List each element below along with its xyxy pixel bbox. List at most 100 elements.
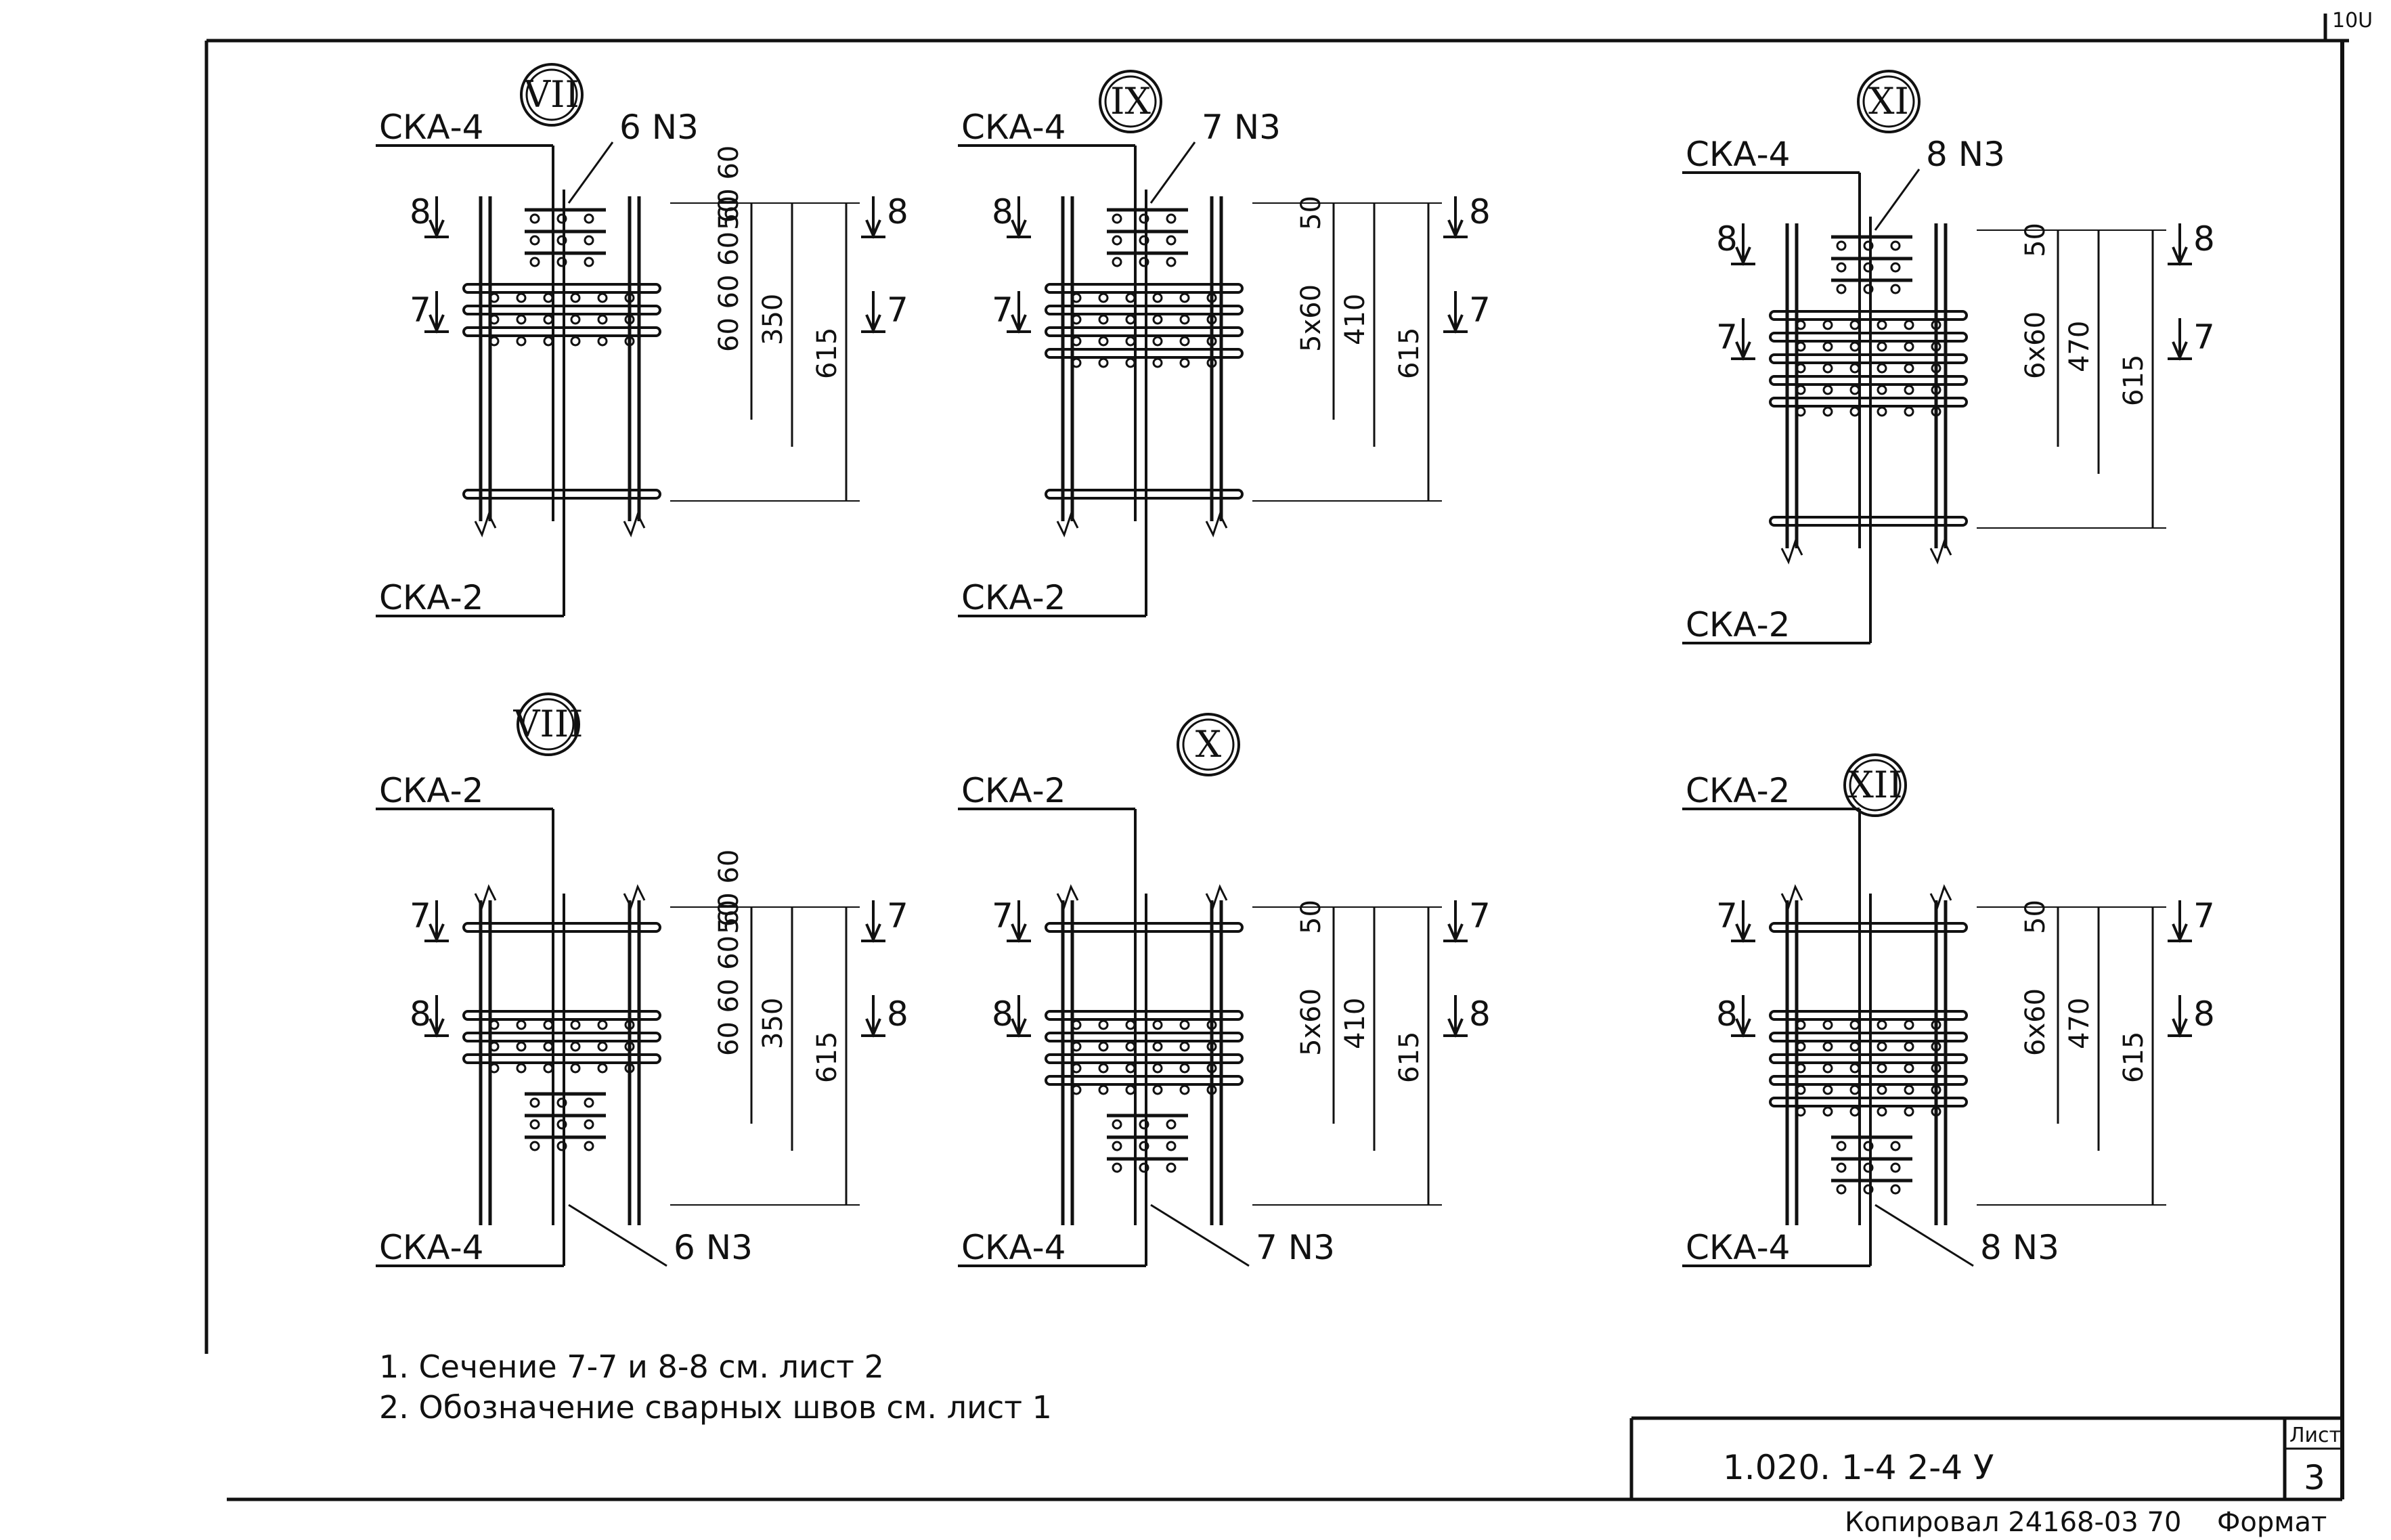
- section-arrow-b-right: [1443, 995, 1468, 1038]
- weld-dot: [1795, 1041, 1806, 1052]
- weld-dot: [1139, 257, 1149, 267]
- weld-dot: [570, 336, 581, 347]
- weld-dot: [556, 1097, 567, 1108]
- weld-dot: [1112, 257, 1122, 267]
- weld-dot: [1152, 1019, 1163, 1030]
- hoop-bar: [1045, 326, 1244, 337]
- detail-numeral-badge: VIII: [513, 692, 584, 756]
- weld-dot: [1931, 1063, 1942, 1074]
- hoop-bar: [1769, 310, 1968, 321]
- section-arrow-a: [424, 196, 449, 240]
- dim-pitch: 60 60 60 60 60: [714, 146, 745, 352]
- weld-dot: [1071, 1019, 1082, 1030]
- weld-dot: [1863, 1184, 1874, 1195]
- weld-dot: [1125, 292, 1136, 303]
- section-arrow-label-a: 7: [410, 896, 431, 936]
- section-arrow-label-b: 7: [992, 290, 1013, 330]
- weld-dot: [1125, 1063, 1136, 1074]
- weld-dot: [597, 1019, 608, 1030]
- dim-total: 615: [812, 1032, 843, 1083]
- dim-total: 615: [1394, 1032, 1425, 1083]
- break-mark: [1780, 884, 1803, 910]
- weld-dot: [1071, 314, 1082, 325]
- weld-dot: [1795, 406, 1806, 417]
- hoop-bar: [462, 1010, 661, 1021]
- section-arrow-a-right: [1443, 196, 1468, 240]
- weld-dot: [1179, 1041, 1190, 1052]
- hoop-bar: [1769, 1075, 1968, 1086]
- detail-numeral-badge: IX: [1099, 70, 1162, 133]
- section-arrow-b: [1731, 318, 1755, 361]
- weld-dot: [1139, 1162, 1149, 1173]
- weld-dot: [1152, 314, 1163, 325]
- numeral-outer-circle: [1099, 70, 1162, 133]
- dim-pitch: 60 60 60 60 60: [714, 850, 745, 1056]
- section-arrow-label-b-right: 7: [2193, 317, 2215, 357]
- section-arrow-b-right: [2168, 318, 2192, 361]
- weld-dot: [1112, 1119, 1122, 1130]
- weld-dot: [1098, 336, 1109, 347]
- weld-dot: [1863, 262, 1874, 273]
- bottom-mesh-label: СКА-4: [379, 1228, 483, 1267]
- weld-dot: [1863, 240, 1874, 251]
- bar-tag: 8 N3: [1980, 1228, 2059, 1267]
- section-arrow-b-right: [861, 291, 885, 334]
- break-mark: [623, 512, 646, 537]
- weld-dot: [1904, 341, 1914, 352]
- section-arrow-label-a: 8: [1716, 219, 1738, 259]
- end-hoop-bar: [462, 922, 661, 933]
- hoop-bar: [1045, 1053, 1244, 1064]
- weld-dot: [556, 1141, 567, 1151]
- weld-dot: [1877, 320, 1887, 330]
- sheet-label: Лист: [2289, 1424, 2341, 1447]
- numeral-outer-circle: [1857, 70, 1921, 133]
- weld-dot: [1849, 406, 1860, 417]
- weld-dot: [556, 257, 567, 267]
- end-hoop-bar: [1045, 922, 1244, 933]
- section-arrow-b-right: [1443, 291, 1468, 334]
- weld-dot: [1904, 384, 1914, 395]
- weld-dot: [1822, 1041, 1833, 1052]
- weld-dot: [1206, 1041, 1217, 1052]
- weld-dot: [597, 336, 608, 347]
- weld-dot: [1904, 1019, 1914, 1030]
- weld-dot: [1166, 1119, 1177, 1130]
- weld-dot: [1139, 235, 1149, 246]
- weld-dot: [1931, 363, 1942, 374]
- section-arrow-label-a-right: 8: [887, 192, 908, 232]
- hoop-bar: [1769, 353, 1968, 364]
- bar-tag: 6 N3: [674, 1228, 753, 1267]
- weld-dot: [1931, 1106, 1942, 1117]
- weld-dot: [1877, 1106, 1887, 1117]
- weld-dot: [1849, 341, 1860, 352]
- weld-dot: [489, 1041, 500, 1052]
- weld-dot: [1849, 1041, 1860, 1052]
- section-arrow-label-b-right: 8: [887, 994, 908, 1034]
- weld-dot: [1139, 1119, 1149, 1130]
- weld-dot: [1098, 1019, 1109, 1030]
- dim-50: 50: [2020, 223, 2051, 257]
- weld-dot: [1179, 1063, 1190, 1074]
- weld-dot: [624, 336, 635, 347]
- weld-dot: [1098, 314, 1109, 325]
- weld-dot: [1795, 1084, 1806, 1095]
- weld-dot: [516, 336, 527, 347]
- hoop-bar: [462, 1053, 661, 1064]
- note-2: 2. Обозначение сварных швов см. лист 1: [379, 1389, 1052, 1426]
- detail-numeral: VII: [523, 73, 579, 116]
- section-arrow-a-right: [2168, 223, 2192, 267]
- weld-dot: [1206, 314, 1217, 325]
- weld-dot: [1877, 384, 1887, 395]
- weld-dot: [584, 1119, 594, 1130]
- weld-dot: [584, 1097, 594, 1108]
- dim-50: 50: [1296, 196, 1327, 230]
- title-block: [1629, 1416, 2342, 1499]
- numeral-inner-circle: [1182, 718, 1235, 771]
- weld-dot: [529, 235, 540, 246]
- weld-dot: [1890, 1184, 1901, 1195]
- end-hoop-bar: [1769, 922, 1968, 933]
- section-arrow-label-a: 7: [1716, 896, 1738, 936]
- weld-dot: [1206, 336, 1217, 347]
